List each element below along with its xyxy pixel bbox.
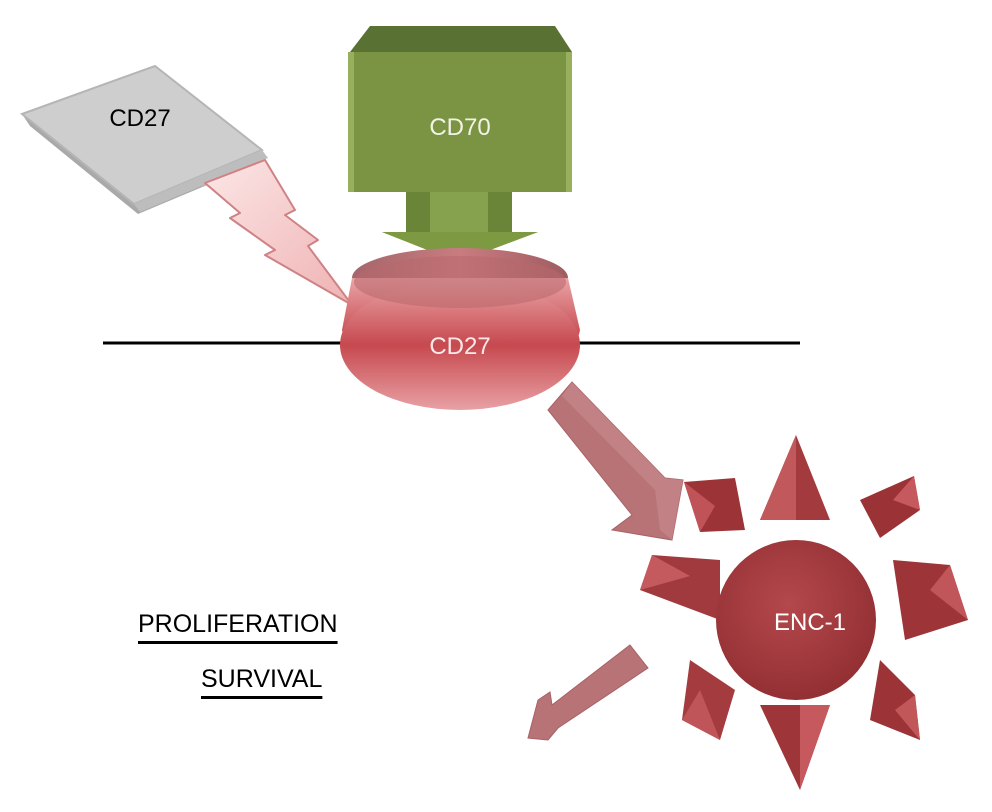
enc1-node: ENC-1 [640, 435, 968, 790]
soluble-cd27-block: CD27 [19, 64, 268, 214]
arrow-enc1-to-outcomes [527, 644, 649, 741]
arrow-cd27-to-enc1-shade [562, 382, 683, 540]
membrane-cd27-label: CD27 [429, 333, 490, 360]
cd70-block: CD70 [348, 26, 572, 262]
enc1-label: ENC-1 [774, 609, 846, 636]
cd70-label: CD70 [429, 114, 490, 141]
proliferation-outcome-label: PROLIFERATION [138, 610, 338, 638]
survival-outcome-label: SURVIVAL [201, 665, 323, 693]
lightning-bolt-signal [204, 159, 353, 306]
soluble-cd27-label: CD27 [109, 105, 170, 132]
membrane-cd27-receptor: CD27 [340, 248, 580, 410]
